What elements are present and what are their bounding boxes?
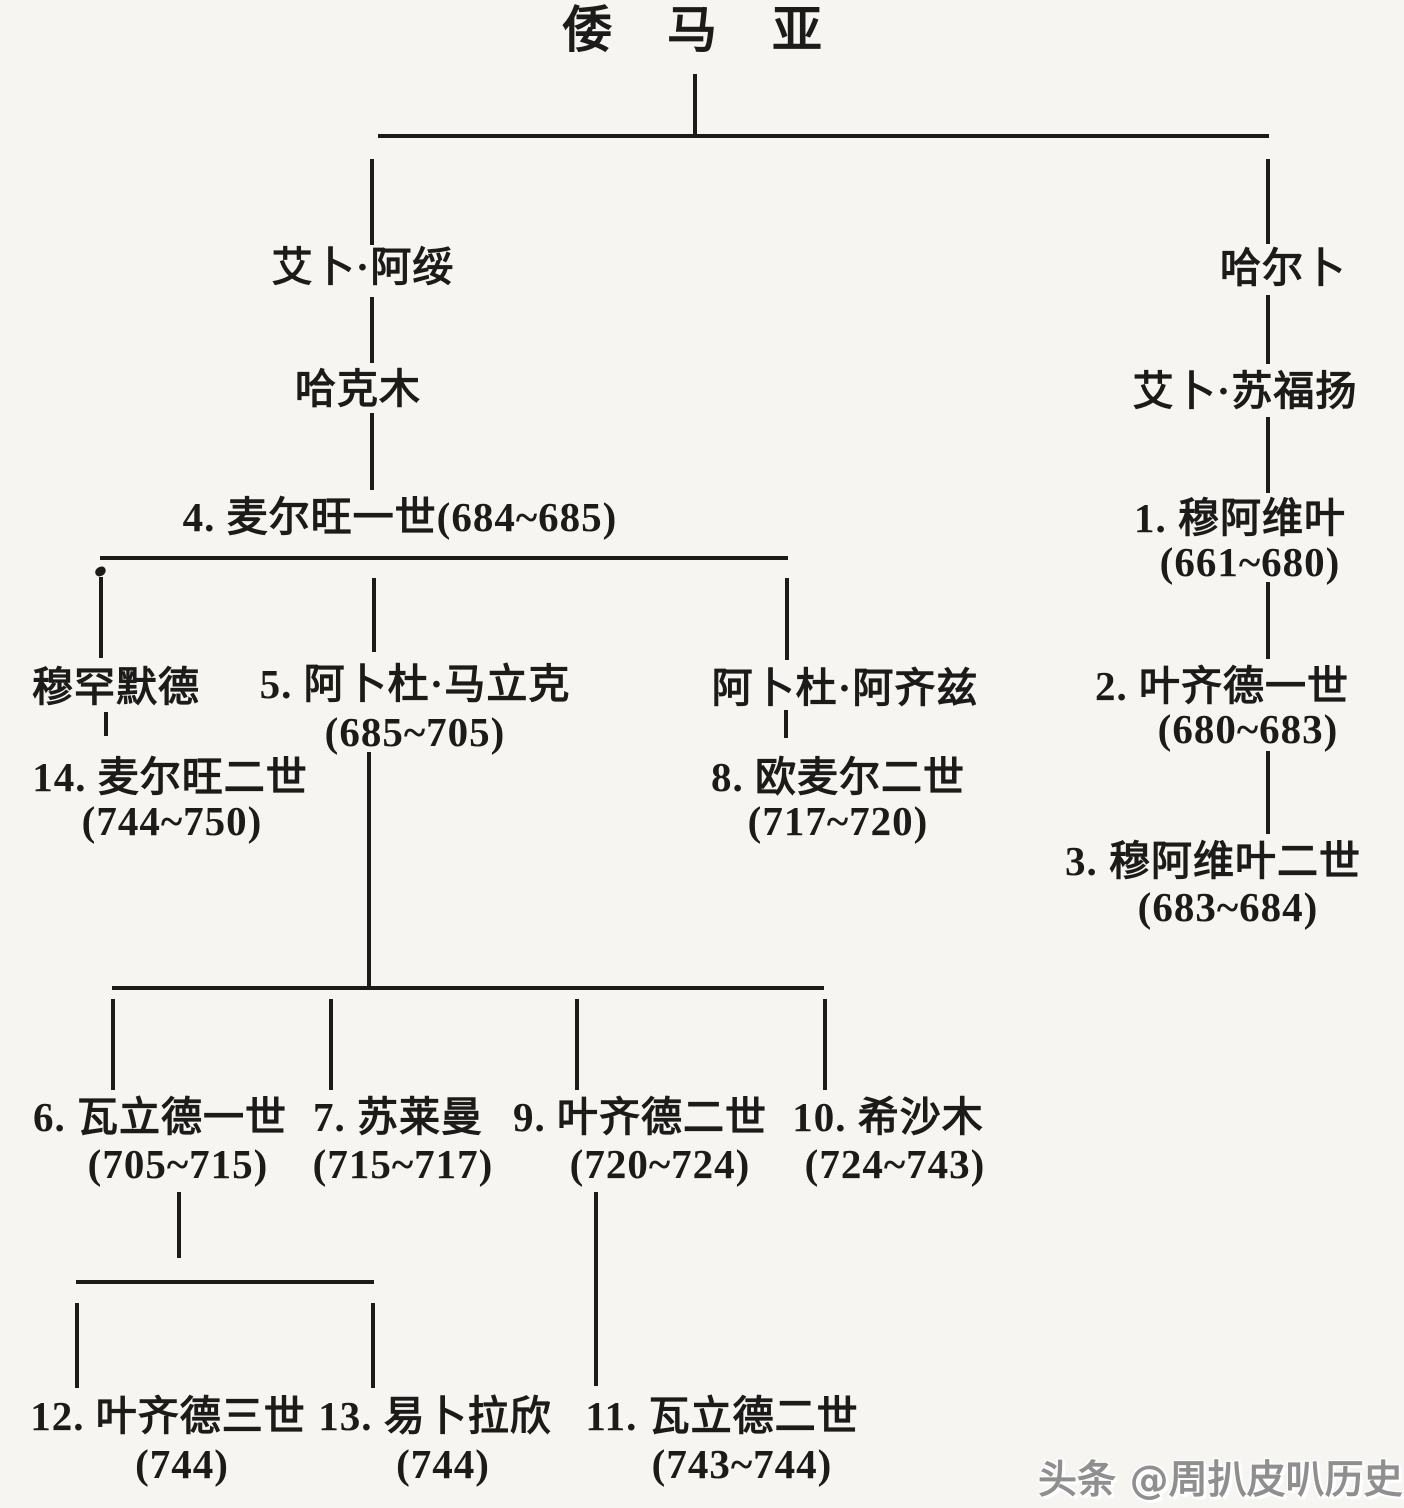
connector-right-branch-e <box>1266 751 1270 834</box>
connector-abdulaziz-umar2-dash <box>784 710 788 738</box>
node-walid2: 11. 瓦立德二世 <box>585 1393 859 1439</box>
connector-yazid2-walid2-vertical <box>594 1192 598 1386</box>
connector-abdulaziz-stub <box>785 578 789 660</box>
node-abdul-aziz: 阿卜杜·阿齐兹 <box>711 665 979 711</box>
node-hakam: 哈克木 <box>295 366 421 412</box>
connector-root-stub <box>693 74 697 136</box>
node-harb: 哈尔卜 <box>1220 245 1346 291</box>
connector-abdulmalik-stub <box>372 578 376 652</box>
node-muhammad: 穆罕默德 <box>32 664 200 710</box>
node-walid1: 6. 瓦立德一世 <box>33 1094 287 1140</box>
connector-muhammad-marwan2-dash <box>104 712 108 736</box>
node-yazid2: 9. 叶齐德二世 <box>513 1094 767 1140</box>
connector-hisham-stub <box>823 999 827 1090</box>
connector-left-branch-a <box>370 159 374 245</box>
node-hisham: 10. 希沙木 <box>792 1094 984 1140</box>
node-marwan2: 14. 麦尔旺二世 <box>32 754 308 800</box>
connector-left-branch-c <box>370 413 374 490</box>
connector-yazid2-stub <box>575 999 579 1090</box>
connector-right-branch-c <box>1266 417 1270 493</box>
node-muawiya1: 1. 穆阿维叶 <box>1134 495 1346 541</box>
node-marwan2-years: (744~750) <box>81 798 263 844</box>
node-yazid2-years: (720~724) <box>569 1141 751 1187</box>
connector-left-branch-b <box>370 297 374 363</box>
node-marwan1: 4. 麦尔旺一世(684~685) <box>182 494 618 540</box>
node-ibrahim-years: (744) <box>396 1441 490 1487</box>
connector-walid1-stub <box>111 999 115 1090</box>
node-walid1-years: (705~715) <box>87 1141 269 1187</box>
connector-marwan1-children-horizontal <box>100 556 788 560</box>
node-sulayman: 7. 苏莱曼 <box>313 1094 483 1140</box>
node-walid2-years: (743~744) <box>651 1441 833 1487</box>
toutiao-watermark: 头条 @周扒皮叭历史 <box>1038 1458 1403 1503</box>
connector-walid1-down <box>177 1192 181 1258</box>
node-muawiya2-years: (683~684) <box>1137 884 1319 930</box>
connector-sulayman-stub <box>329 999 333 1090</box>
node-umar2-years: (717~720) <box>747 798 929 844</box>
ink-dot <box>93 565 108 578</box>
node-muawiya2: 3. 穆阿维叶二世 <box>1065 838 1361 884</box>
node-yazid1-years: (680~683) <box>1157 706 1339 752</box>
node-umar2: 8. 欧麦尔二世 <box>711 754 965 800</box>
node-abdul-malik: 5. 阿卜杜·马立克 <box>259 661 571 707</box>
node-yazid3: 12. 叶齐德三世 <box>30 1393 306 1439</box>
connector-ibrahim-stub <box>371 1303 375 1388</box>
node-abdul-malik-years: (685~705) <box>324 709 506 755</box>
root-title: 倭马亚 <box>562 2 877 58</box>
connector-walid1-children-horizontal <box>76 1280 374 1284</box>
connector-abdulmalik-children-horizontal <box>112 986 824 990</box>
node-yazid1: 2. 叶齐德一世 <box>1095 663 1349 709</box>
node-abu-alas: 艾卜·阿绥 <box>271 244 455 290</box>
connector-right-branch-b <box>1266 295 1270 364</box>
node-hisham-years: (724~743) <box>804 1141 986 1187</box>
connector-abdulmalik-children-vertical <box>367 752 371 986</box>
node-yazid3-years: (744) <box>135 1441 229 1487</box>
connector-yazid3-stub <box>75 1303 79 1388</box>
connector-muhammad-stub <box>99 577 103 658</box>
connector-root-horizontal <box>378 134 1269 138</box>
node-sulayman-years: (715~717) <box>312 1141 494 1187</box>
node-abu-sufyan: 艾卜·苏福扬 <box>1132 368 1358 414</box>
connector-right-branch-d <box>1266 582 1270 659</box>
node-muawiya1-years: (661~680) <box>1159 539 1341 585</box>
connector-right-branch-a <box>1266 159 1270 244</box>
node-ibrahim: 13. 易卜拉欣 <box>318 1393 552 1439</box>
